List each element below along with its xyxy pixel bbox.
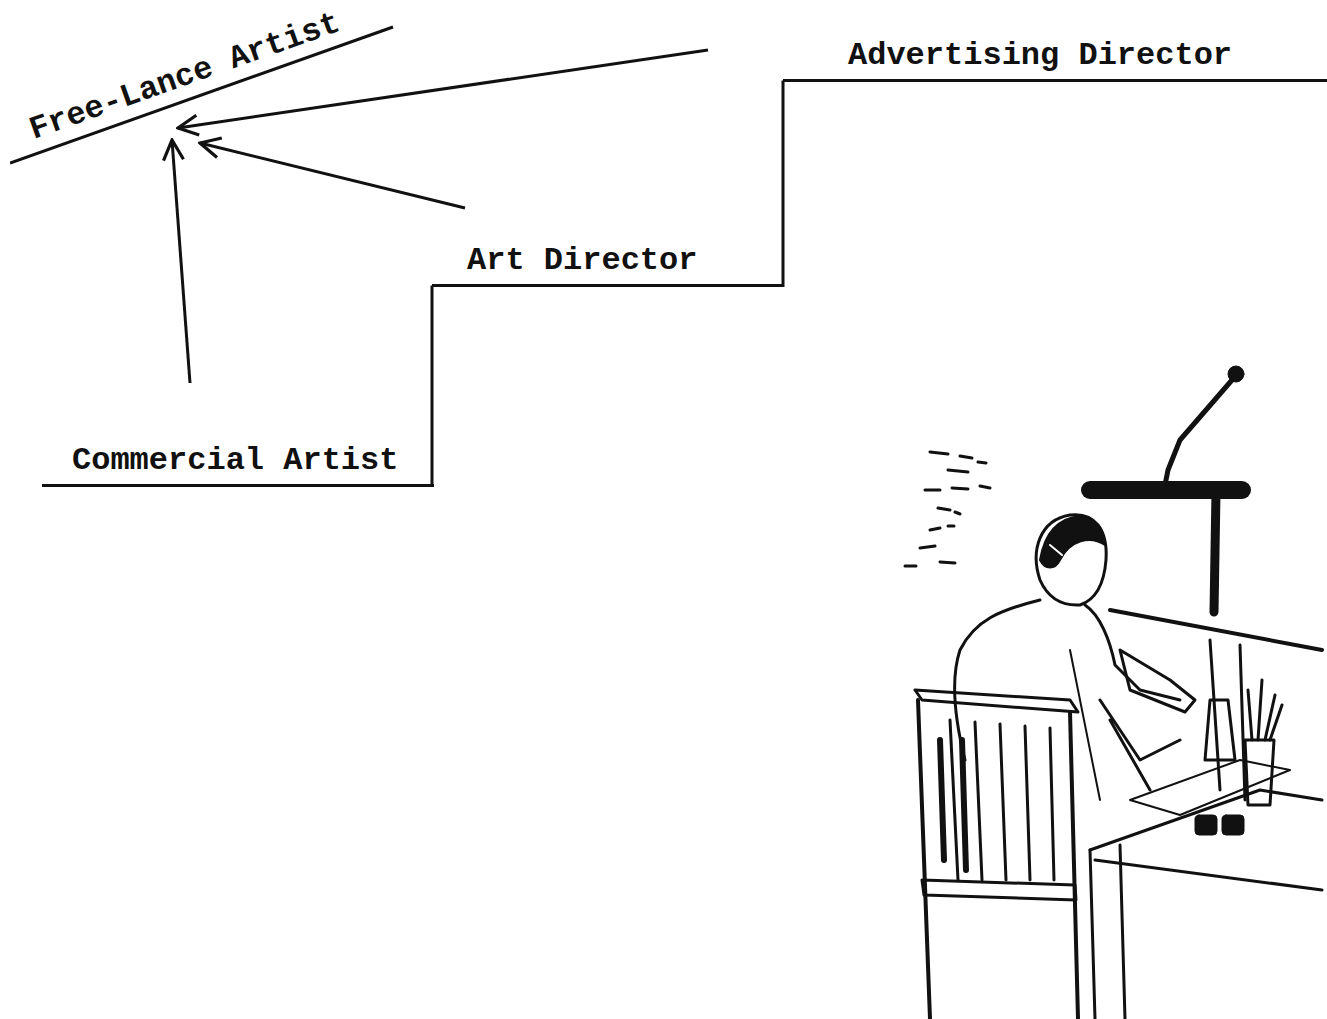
connector [200, 143, 465, 208]
connector [172, 140, 190, 383]
artist-shoulder [1085, 605, 1180, 700]
artist-arm [1120, 650, 1195, 712]
step-line [10, 27, 393, 163]
career-step: Free-Lance Artist [10, 15, 395, 165]
chair-back-posts [918, 700, 1078, 1019]
step-line [42, 484, 434, 487]
step-label: Free-Lance Artist [26, 7, 344, 146]
career-step: Art Director [432, 205, 780, 287]
artist-hair [1040, 516, 1105, 568]
lamp-arm [1164, 380, 1232, 490]
shirt-fold [1070, 650, 1100, 800]
connector [431, 286, 434, 486]
career-step: Advertising Director [700, 40, 1327, 82]
hair-highlight [1050, 545, 1062, 555]
chair-seat [922, 880, 1076, 900]
step-line [432, 284, 780, 287]
step-label: Advertising Director [848, 40, 1232, 72]
ink-jar [1222, 815, 1244, 835]
connector [778, 81, 783, 286]
board-stand [1210, 640, 1245, 800]
desk-top [1090, 790, 1322, 850]
artist-head [1036, 515, 1106, 605]
career-step: Commercial Artist [42, 380, 434, 487]
sketch-marks [905, 452, 990, 566]
ink-jar [1195, 815, 1217, 835]
step-label: Art Director [467, 245, 697, 277]
desk-edge [1095, 860, 1322, 890]
chair-shading [940, 740, 966, 870]
step-line [783, 79, 1327, 82]
desk-paper [1130, 760, 1290, 815]
brush-cup [1245, 740, 1274, 805]
bottle [1205, 700, 1235, 760]
chair-top-rail [915, 690, 1078, 712]
artist-sleeve [1100, 700, 1180, 790]
drawing-board [1110, 610, 1322, 650]
brushes [1248, 680, 1282, 740]
lamp-post [1214, 492, 1216, 612]
step-label: Commercial Artist [72, 445, 398, 477]
desk-leg [1090, 845, 1125, 1019]
artist-back [955, 600, 1040, 760]
